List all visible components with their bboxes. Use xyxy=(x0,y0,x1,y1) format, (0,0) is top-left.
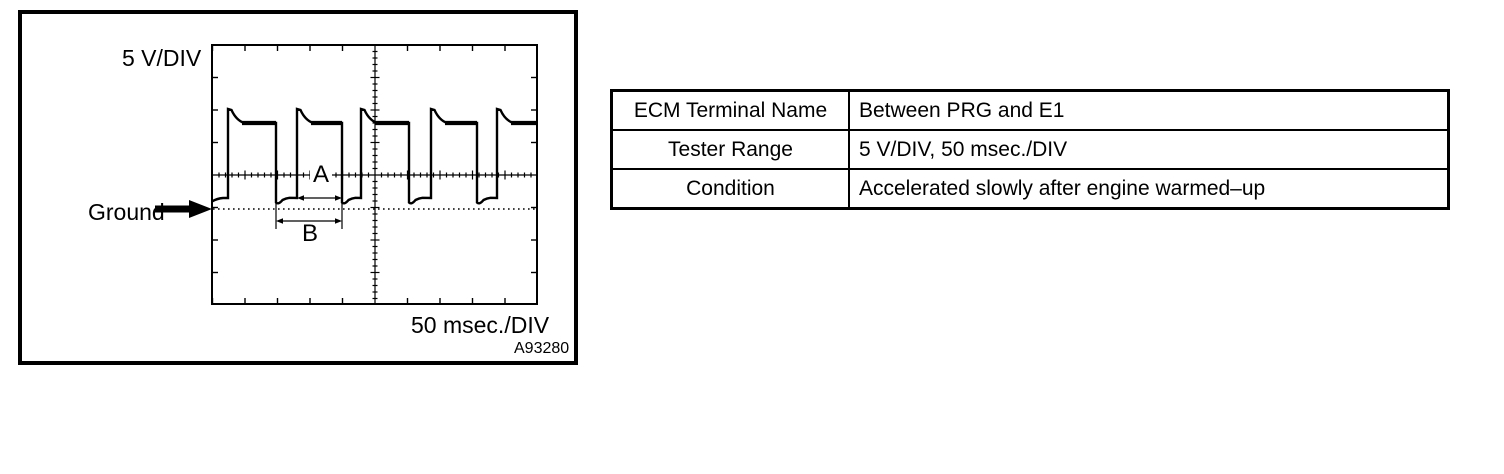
volts-per-div-label: 5 V/DIV xyxy=(122,45,202,71)
waveform-trace xyxy=(211,107,537,205)
row-label: ECM Terminal Name xyxy=(610,89,850,131)
ground-arrow-icon xyxy=(155,200,212,218)
row-value: 5 V/DIV, 50 msec./DIV xyxy=(848,129,1450,170)
figure-code: A93280 xyxy=(514,340,570,357)
row-label: Condition xyxy=(610,168,850,210)
row-label: Tester Range xyxy=(610,129,850,170)
time-per-div-label: 50 msec./DIV xyxy=(411,312,550,338)
row-value: Accelerated slowly after engine warmed–u… xyxy=(848,168,1450,210)
marker-b-label: B xyxy=(298,222,322,246)
marker-a-label: A xyxy=(309,163,333,187)
row-value: Between PRG and E1 xyxy=(848,89,1450,131)
ground-label: Ground xyxy=(88,199,165,225)
